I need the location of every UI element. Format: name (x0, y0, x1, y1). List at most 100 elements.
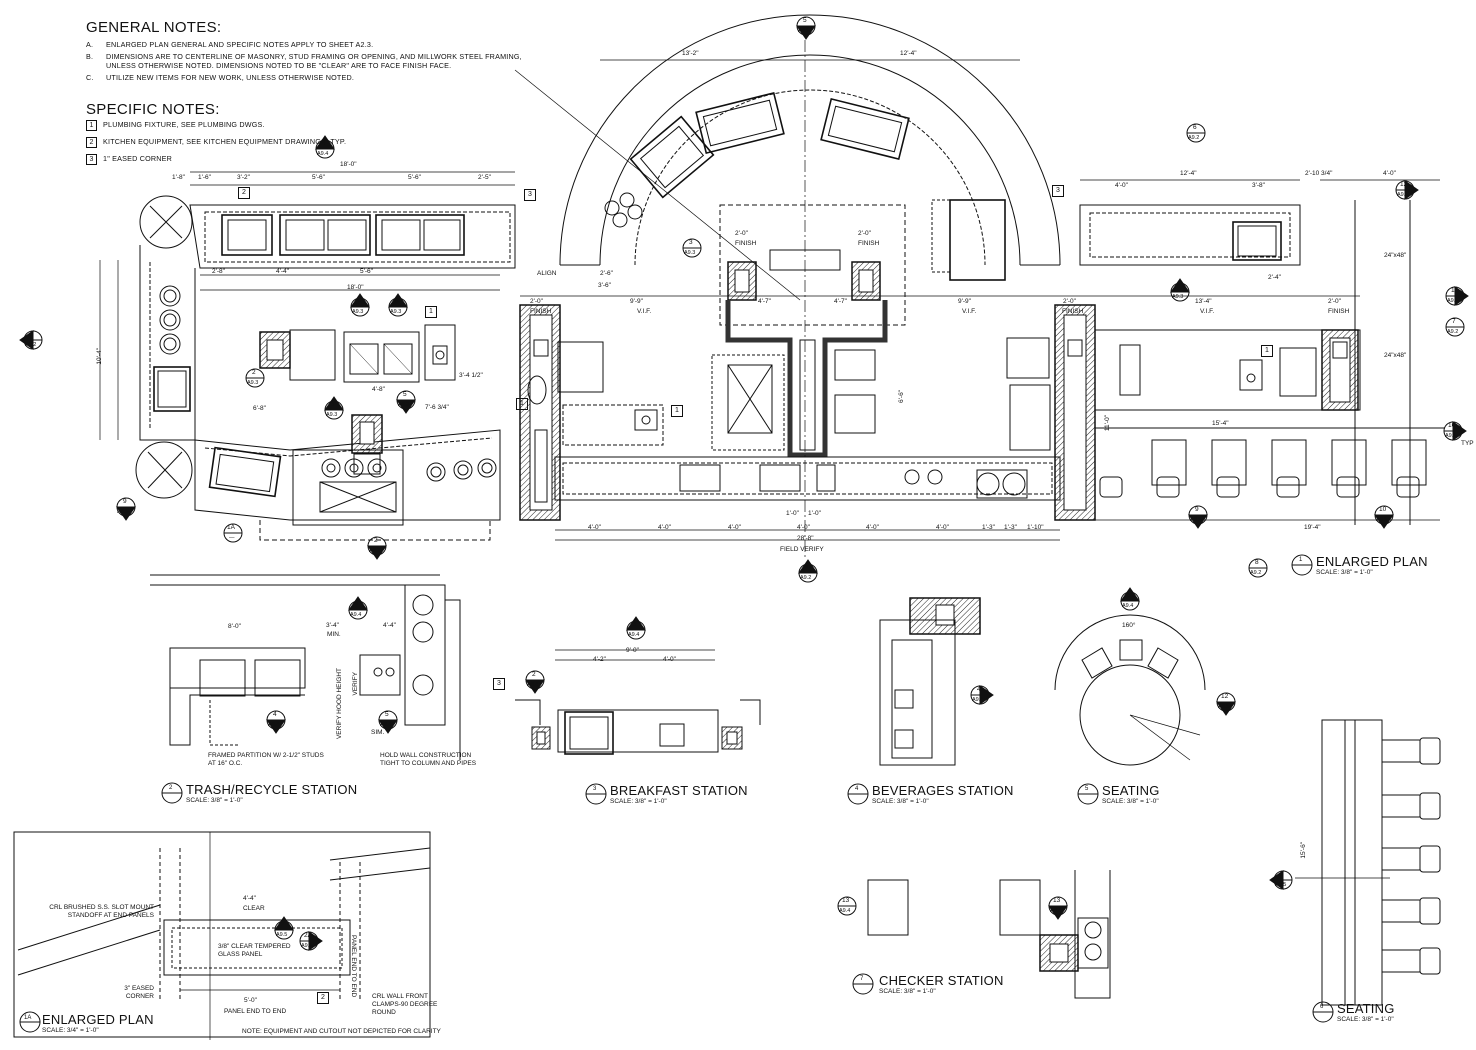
callout-sheet: A9.3 (684, 250, 696, 256)
dim-2-6: 2'-6" (600, 270, 613, 277)
dim-18-0-top: 18'-0" (340, 161, 357, 168)
vif-label-3: V.I.F. (1200, 308, 1215, 315)
dim-3-2: 3'-2" (237, 174, 250, 181)
callout-num: 2 (281, 921, 285, 928)
view-6-scale: SCALE: 3/8" = 1'-0" (1337, 1016, 1394, 1023)
callout-num: 5 (803, 17, 807, 24)
beverages-station-drawing (879, 597, 981, 766)
vif-label-2: V.I.F. (962, 308, 977, 315)
callout-sheet: A9.5 (276, 932, 288, 938)
dim-1-8: 1'-8" (172, 174, 185, 181)
verify-label: VERIFY (352, 672, 359, 696)
dim-3-8: 3'-8" (1252, 182, 1265, 189)
keynote-tag-3: 3 (1052, 185, 1064, 197)
dim-4-4-1a: 4'-4" (243, 895, 256, 902)
dim-5-0: 5'-0" (244, 997, 257, 1004)
dim-15-4: 15'-4" (1212, 420, 1229, 427)
vif-label-1: V.I.F. (637, 308, 652, 315)
finish-label-2: FINISH (1062, 308, 1084, 315)
callout-sheet: A9.3 (1172, 294, 1184, 300)
callout-sheet: — (229, 535, 235, 541)
callout-num: 1 (355, 601, 359, 608)
dim-12-4-top: 12'-4" (900, 50, 917, 57)
right-seating-bar (1079, 200, 1445, 525)
callout-num: 9 (1195, 506, 1199, 513)
keynote-tag-1: 1 (671, 405, 683, 417)
dim-6-6: 6'-6" (898, 390, 905, 403)
dim-4-0-5: 4'-0" (866, 524, 879, 531)
view-3-title: BREAKFAST STATION (610, 783, 748, 798)
dim-10-4: 10'-4" (96, 348, 103, 365)
round-seating-drawing (1054, 614, 1206, 766)
general-note-b-cont: UNLESS OTHERWISE NOTED. DIMENSIONS NOTED… (106, 61, 452, 70)
callout-sheet: A9.5 (798, 28, 810, 34)
view-4-title: BEVERAGES STATION (872, 783, 1014, 798)
callout-num: 1A (227, 524, 235, 531)
dim-2-10-3-4: 2'-10 3/4" (1305, 170, 1333, 177)
section-callouts (19, 16, 1469, 1033)
callout-num: 13 (1053, 897, 1061, 904)
dim-9-0: 9'-0" (626, 647, 639, 654)
callout-sheet: A9.5 (1397, 192, 1409, 198)
view-2-title: TRASH/RECYCLE STATION (186, 782, 358, 797)
callout-sheet: A9.3 (352, 309, 364, 315)
callout-sheet: A9.2 (800, 575, 812, 581)
dim-19-4: 19'-4" (1304, 524, 1321, 531)
left-service-counter (135, 195, 516, 541)
callout-num: 2 (252, 369, 256, 376)
breakfast-station-drawing (515, 649, 761, 755)
dim-4-8: 4'-8" (372, 386, 385, 393)
keynote-tag-3: 3 (493, 678, 505, 690)
dim-4-0-1: 4'-0" (588, 524, 601, 531)
checker-station-drawing (867, 870, 1111, 999)
dim-2-0-b: 2'-0" (1063, 298, 1076, 305)
dim-7-6-3-4: 7'-6 3/4" (425, 404, 449, 411)
dim-4-4-trash: 4'-4" (383, 622, 396, 629)
general-note-c: C.UTILIZE NEW ITEMS FOR NEW WORK, UNLESS… (86, 73, 355, 82)
panel-end-to-end-label-2: PANEL END TO END (350, 935, 357, 998)
dim-2-0-finish-r: 2'-0" (858, 230, 871, 237)
callout-sheet: A9.4 (350, 612, 362, 618)
callout-num: 4 (322, 140, 326, 147)
counter-size-a: 24"x48" (1384, 252, 1407, 259)
dim-4-7-b: 4'-7" (834, 298, 847, 305)
callout-num: 4 (977, 686, 981, 693)
callout-num: 9 (1280, 871, 1284, 878)
callout-num: 2A (304, 932, 312, 939)
finish-label-5: FINISH (858, 240, 880, 247)
dim-4-2: 4'-2" (593, 656, 606, 663)
verify-hood-height-label: VERIFY HOOD HEIGHT (336, 668, 343, 740)
eased-corner-note: 3" EASED CORNER (124, 985, 154, 1000)
dim-5-6-mid: 5'-6" (360, 268, 373, 275)
callout-sheet: A9.3 (247, 380, 259, 386)
callout-num: 9 (123, 498, 127, 505)
view-5-title: SEATING (1102, 783, 1160, 798)
callout-sheet: A9.5 (1218, 704, 1230, 710)
callout-num: 6 (395, 298, 399, 305)
view-5-number: 5 (1085, 786, 1089, 792)
dim-4-4-mid: 4'-4" (276, 268, 289, 275)
callout-sheet: A9.3 (398, 402, 410, 408)
dim-5-6-b: 5'-6" (408, 174, 421, 181)
side-seating-drawing (1295, 719, 1441, 1006)
dim-4-0-seating: 4'-0" (1115, 182, 1128, 189)
view-6-number: 6 (1320, 1004, 1324, 1010)
view-1a-title: ENLARGED PLAN (42, 1012, 154, 1027)
main-dimension-lines (99, 40, 1440, 560)
general-notes-list: A.ENLARGED PLAN GENERAL AND SPECIFIC NOT… (86, 40, 522, 82)
sim-label: SIM. (371, 729, 385, 736)
callout-num: 12 (1400, 181, 1408, 188)
view-1-scale: SCALE: 3/8" = 1'-0" (1316, 569, 1373, 576)
callout-sheet: A9.2 (25, 342, 37, 348)
dim-4-0-2: 4'-0" (658, 524, 671, 531)
callout-sheet: A9.4 (268, 722, 280, 728)
callout-num: 3 (633, 621, 637, 628)
view-7-number: 7 (860, 976, 864, 982)
keynote-tag-1: 1 (1261, 345, 1273, 357)
equipment-note: NOTE: EQUIPMENT AND CUTOUT NOT DEPICTED … (242, 1028, 441, 1035)
trash-recycle-station-drawing (150, 574, 461, 760)
dim-3-4: 3'-4" (326, 622, 339, 629)
